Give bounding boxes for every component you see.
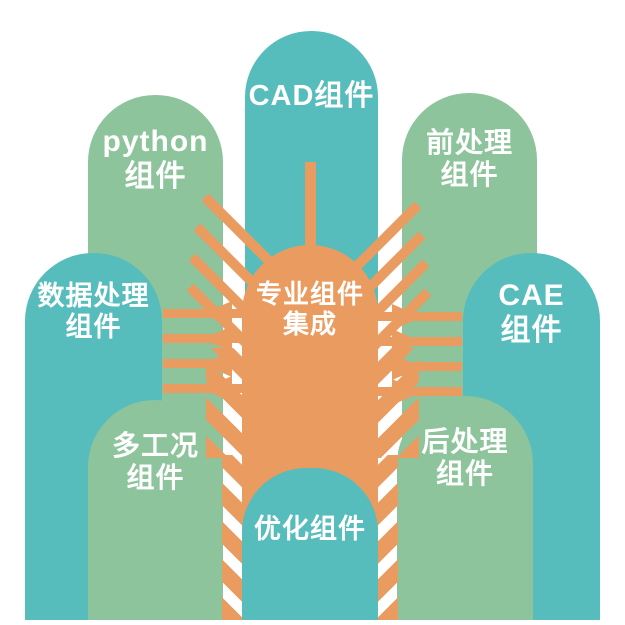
ray-up-icon: [305, 162, 316, 252]
dashed-skirt-right-column: [376, 455, 398, 620]
label-multi-condition-component: 多工况组件: [111, 430, 199, 494]
label-optimization-component: 优化组件: [254, 514, 366, 544]
label-center-integration: 专业组件集成: [255, 279, 364, 339]
label-preprocess-component: 前处理组件: [425, 127, 513, 191]
pill-multi-condition-component: [88, 400, 223, 620]
pill-postprocess-component: [397, 396, 533, 620]
label-cad-component: CAD组件: [248, 80, 375, 112]
pill-optimization-component: [242, 468, 378, 620]
label-data-processing-component: 数据处理组件: [37, 281, 150, 343]
label-postprocess-component: 后处理组件: [421, 426, 509, 490]
